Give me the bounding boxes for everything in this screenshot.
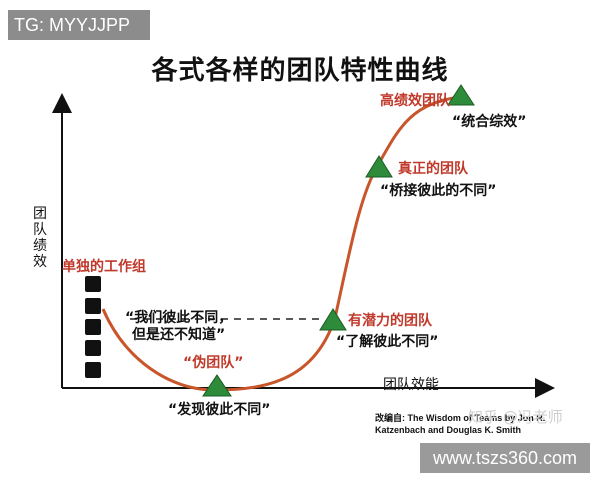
- high-performance-team-marker: [447, 84, 475, 106]
- potential-team-quote: “了解彼此不同”: [336, 334, 439, 350]
- y-axis-label: 团队绩效: [33, 206, 47, 270]
- work-group-square: [85, 276, 101, 292]
- real-team-marker: [365, 155, 393, 178]
- single-workgroup-quote-line2: 但是还不知道”: [132, 327, 226, 343]
- source-line-1: 改编自: The Wisdom of Teams by Jon R.: [375, 413, 546, 423]
- site-url-banner: www.tszs360.com: [420, 443, 590, 473]
- pseudo-team-label: “伪团队”: [183, 355, 244, 371]
- work-group-square: [85, 340, 101, 356]
- high-performance-team-label: 高绩效团队: [380, 93, 450, 109]
- potential-team-marker: [319, 308, 347, 331]
- work-group-square: [85, 362, 101, 378]
- source-citation: 改编自: The Wisdom of Teams by Jon R. Katze…: [375, 412, 545, 436]
- x-axis-label: 团队效能: [383, 377, 439, 393]
- work-group-square: [85, 319, 101, 335]
- high-performance-team-quote: “统合综效”: [452, 114, 527, 130]
- pseudo-team-quote: “发现彼此不同”: [168, 402, 271, 418]
- source-tag: TG: MYYJJPP: [8, 10, 150, 40]
- single-workgroup-quote-line1: “我们彼此不同，: [125, 310, 233, 326]
- watermark: 知乎 @冯老师: [468, 408, 563, 426]
- single-workgroup-label: 单独的工作组: [62, 259, 146, 275]
- work-group-square: [85, 298, 101, 314]
- diagram-title: 各式各样的团队特性曲线: [151, 56, 449, 86]
- real-team-quote: “桥接彼此的不同”: [380, 183, 497, 199]
- source-line-2: Katzenbach and Douglas K. Smith: [375, 425, 522, 435]
- potential-team-label: 有潜力的团队: [348, 313, 432, 329]
- real-team-label: 真正的团队: [398, 161, 468, 177]
- pseudo-team-marker: [202, 374, 232, 397]
